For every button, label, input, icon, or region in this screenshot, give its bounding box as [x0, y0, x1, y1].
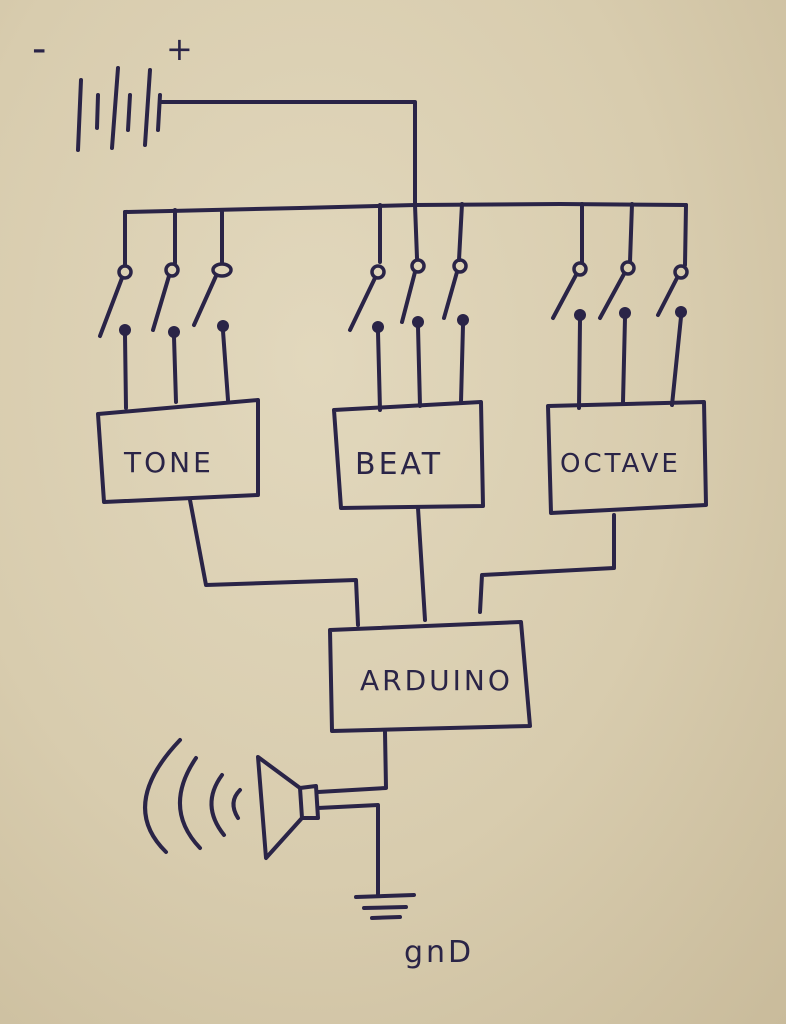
battery-icon [76, 66, 162, 152]
battery-plus-label: + [166, 30, 196, 68]
supply-bus [123, 202, 688, 214]
arduino-block [328, 620, 532, 733]
ground-icon [354, 893, 416, 920]
beat-switch-group [348, 202, 469, 412]
battery-minus-label: - [32, 26, 49, 72]
speaker-to-ground-wire [316, 803, 380, 897]
beat-label: BEAT [355, 447, 443, 482]
beat-block [332, 400, 485, 510]
tone-block [96, 398, 260, 504]
octave-block [546, 400, 708, 515]
sound-waves-icon [143, 738, 242, 854]
speaker-icon [256, 755, 320, 860]
arduino-label: ARDUINO [360, 664, 513, 697]
ground-label: gnD [404, 935, 474, 970]
octave-label: OCTAVE [560, 449, 681, 479]
beat-to-arduino-wire [416, 506, 427, 622]
tone-label: TONE [123, 446, 214, 479]
octave-switch-group [551, 202, 689, 410]
tone-switch-group [98, 208, 233, 410]
supply-wire [158, 100, 417, 207]
octave-to-arduino-wire [478, 513, 616, 614]
tone-to-arduino-wire [188, 498, 360, 627]
arduino-to-speaker-wire [316, 730, 388, 794]
